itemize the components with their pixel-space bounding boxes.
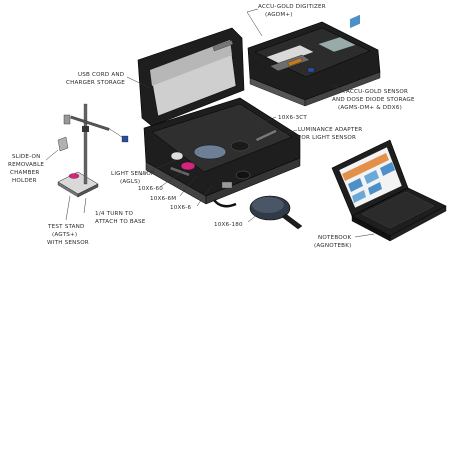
label-ion-3cc: 10X6-3CT bbox=[278, 115, 307, 121]
label-usb-storage: USB CORD AND CHARGER STORAGE bbox=[66, 72, 126, 86]
label-ion-180: 10X6-180 bbox=[214, 222, 243, 228]
label-ion-6: 10X6-6 bbox=[170, 205, 192, 211]
label-ion-6m: 10X6-6M bbox=[150, 196, 176, 202]
label-notebook: NOTEBOOK (AGNOTEBK) bbox=[314, 235, 353, 249]
ion-chamber-180-paddle bbox=[249, 195, 303, 230]
digitizer-storage-tray bbox=[247, 21, 381, 107]
label-light-sensor: LIGHT SENSOR (AGLS) bbox=[111, 171, 157, 185]
test-stand bbox=[57, 103, 129, 198]
label-chamber-holder: SLIDE-ON REMOVABLE CHAMBER HOLDER bbox=[8, 154, 46, 184]
label-luminance: LUMINANCE ADAPTER FOR LIGHT SENSOR bbox=[298, 127, 364, 141]
label-digitizer: ACCU-GOLD DIGITIZER (AGDM+) bbox=[258, 4, 328, 18]
leader-lines bbox=[45, 8, 375, 238]
notebook-laptop bbox=[331, 14, 447, 242]
label-test-stand: TEST STAND (AGTS+) WITH SENSOR bbox=[47, 224, 89, 246]
label-turn-attach: 1/4 TURN TO ATTACH TO BASE bbox=[95, 211, 146, 225]
label-ion-60: 10X6-60 bbox=[138, 186, 163, 192]
carrying-case bbox=[137, 27, 301, 208]
label-sensor-storage: ACCU-GOLD SENSOR AND DOSE DIODE STORAGE … bbox=[332, 89, 417, 111]
